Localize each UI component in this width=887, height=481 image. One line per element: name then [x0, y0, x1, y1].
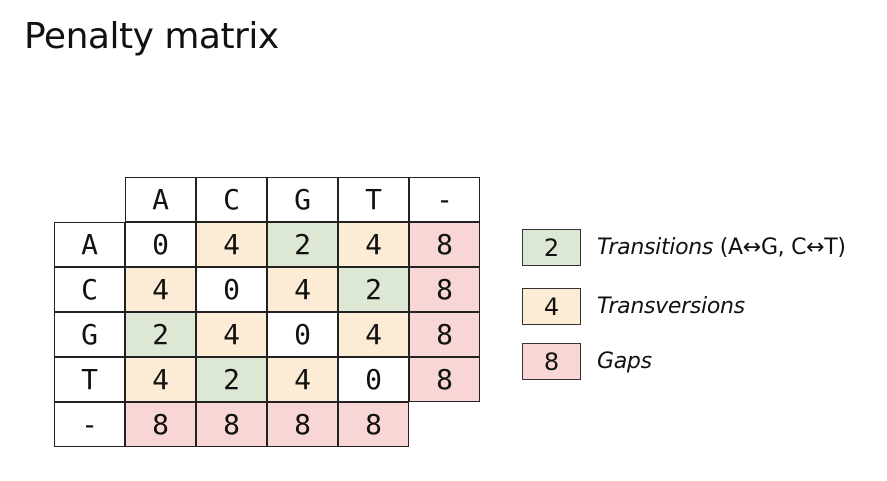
matrix-cell: 8 [409, 312, 480, 357]
matrix-cell: 8 [267, 402, 338, 447]
legend-label: Transitions (A↔G, C↔T) [597, 235, 846, 260]
matrix-cell: 2 [338, 267, 409, 312]
legend-label: Transversions [597, 294, 745, 319]
matrix-cell: 4 [267, 267, 338, 312]
matrix-cell: 4 [267, 357, 338, 402]
matrix-cell: 4 [196, 312, 267, 357]
matrix-cell: 4 [125, 357, 196, 402]
legend-swatch: 4 [522, 288, 581, 325]
legend-item-transversions: 4 Transversions [522, 288, 745, 325]
matrix-cell: 8 [125, 402, 196, 447]
row-header: T [54, 357, 125, 402]
legend-swatch: 8 [522, 343, 581, 380]
matrix-cell: 0 [338, 357, 409, 402]
matrix-cell: 8 [409, 357, 480, 402]
legend-detail-text: (A↔G, C↔T) [713, 235, 846, 260]
legend-label-text: Gaps [597, 349, 652, 374]
matrix-cell: 4 [196, 222, 267, 267]
matrix-cell: 0 [196, 267, 267, 312]
column-header: G [267, 177, 338, 222]
column-header: A [125, 177, 196, 222]
column-header: C [196, 177, 267, 222]
matrix-cell: 4 [338, 312, 409, 357]
row-header: C [54, 267, 125, 312]
column-header: T [338, 177, 409, 222]
matrix-cell: 8 [409, 222, 480, 267]
legend-label: Gaps [597, 349, 652, 374]
legend-label-text: Transversions [597, 294, 745, 319]
matrix-cell: 2 [267, 222, 338, 267]
matrix-cell: 8 [338, 402, 409, 447]
legend-label-text: Transitions [597, 235, 714, 260]
matrix-cell: 4 [125, 267, 196, 312]
matrix-cell: 8 [409, 267, 480, 312]
matrix-cell: 4 [338, 222, 409, 267]
page-title: Penalty matrix [24, 16, 279, 57]
legend-item-transitions: 2 Transitions (A↔G, C↔T) [522, 229, 846, 266]
legend-item-gaps: 8 Gaps [522, 343, 652, 380]
row-header: A [54, 222, 125, 267]
matrix-cell: 0 [125, 222, 196, 267]
column-header: - [409, 177, 480, 222]
matrix-cell: 2 [125, 312, 196, 357]
legend-swatch: 2 [522, 229, 581, 266]
matrix-cell: 2 [196, 357, 267, 402]
row-header: G [54, 312, 125, 357]
row-header: - [54, 402, 125, 447]
matrix-cell: 0 [267, 312, 338, 357]
matrix-cell: 8 [196, 402, 267, 447]
